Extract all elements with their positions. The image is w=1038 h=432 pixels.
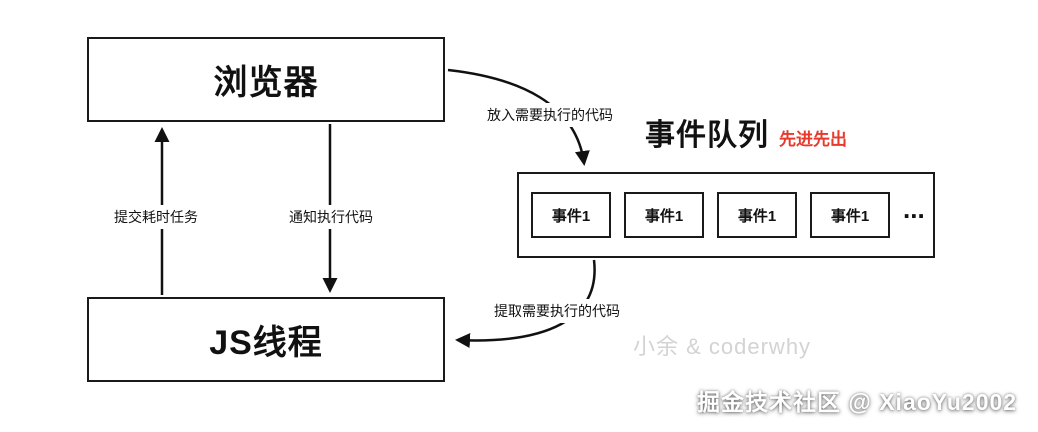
event-queue-fifo-label: 先进先出	[779, 130, 847, 149]
watermark-coderwhy: 小余 & coderwhy	[633, 334, 812, 359]
notify-execute-label: 通知执行代码	[285, 205, 377, 229]
js-thread-box: JS线程	[87, 297, 445, 382]
watermark-juejin: 掘金技术社区 @ XiaoYu2002	[697, 389, 1018, 415]
submit-task-label: 提交耗时任务	[110, 205, 202, 229]
browser-box-label: 浏览器	[213, 64, 319, 102]
event-queue-heading: 事件队列 先进先出	[645, 118, 847, 154]
queue-item: 事件1	[717, 192, 797, 238]
queue-item: 事件1	[624, 192, 704, 238]
event-queue-title: 事件队列	[645, 119, 769, 152]
dequeue-code-label: 提取需要执行的代码	[490, 299, 624, 323]
enqueue-code-label: 放入需要执行的代码	[483, 103, 617, 127]
queue-item: 事件1	[810, 192, 890, 238]
queue-item: 事件1	[531, 192, 611, 238]
js-thread-box-label: JS线程	[209, 324, 323, 362]
queue-ellipsis: ...	[903, 194, 925, 224]
browser-box: 浏览器	[87, 37, 445, 122]
event-queue-box: 事件1 事件1 事件1 事件1 ...	[517, 172, 935, 258]
